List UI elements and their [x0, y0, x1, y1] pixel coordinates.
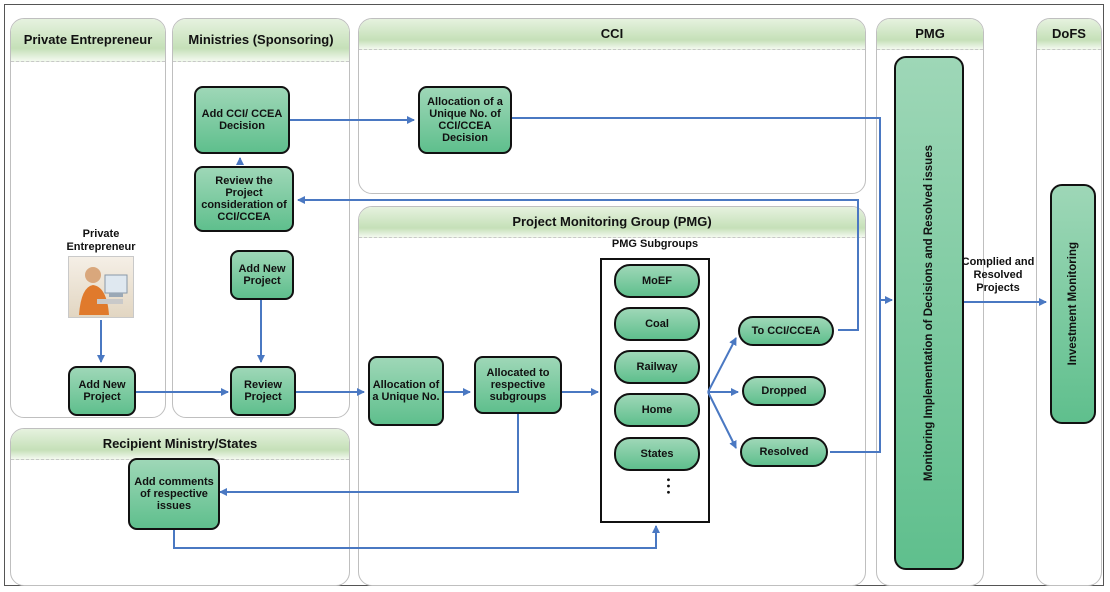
- monitoring-node[interactable]: Monitoring Implementation of Decisions a…: [894, 56, 964, 570]
- add-new-project-ministry-node[interactable]: Add New Project: [230, 250, 294, 300]
- lane-header: Recipient Ministry/States: [11, 429, 349, 460]
- investment-monitoring-label: Investment Monitoring: [1067, 242, 1079, 366]
- lane-header: CCI: [359, 19, 865, 50]
- subgroups-ellipsis: • • •: [662, 478, 673, 495]
- review-consideration-node[interactable]: Review the Project consideration of CCI/…: [194, 166, 294, 232]
- subgroup-coal[interactable]: Coal: [614, 307, 700, 341]
- subgroup-railway[interactable]: Railway: [614, 350, 700, 384]
- add-comments-node[interactable]: Add comments of respective issues: [128, 458, 220, 530]
- add-cci-decision-node[interactable]: Add CCI/ CCEA Decision: [194, 86, 290, 154]
- allocation-unique-node[interactable]: Allocation of a Unique No.: [368, 356, 444, 426]
- lane-header: PMG: [877, 19, 983, 50]
- dropped-node[interactable]: Dropped: [742, 376, 826, 406]
- review-project-node[interactable]: Review Project: [230, 366, 296, 416]
- resolved-node[interactable]: Resolved: [740, 437, 828, 467]
- lane-header: Project Monitoring Group (PMG): [359, 207, 865, 238]
- investment-monitoring-node[interactable]: Investment Monitoring: [1050, 184, 1096, 424]
- arrow-to-cci: [707, 337, 737, 393]
- subgroup-states[interactable]: States: [614, 437, 700, 471]
- subgroup-home[interactable]: Home: [614, 393, 700, 427]
- arrow-to-resolved: [707, 391, 737, 449]
- complied-resolved-label: Complied and Resolved Projects: [961, 256, 1035, 294]
- lane-header: Private Entrepreneur: [11, 19, 165, 62]
- allocated-subgroups-node[interactable]: Allocated to respective subgroups: [474, 356, 562, 414]
- person-at-computer-icon: [79, 267, 128, 315]
- lane-private-entrepreneur: Private Entrepreneur: [10, 18, 166, 418]
- pmg-subgroups-title: PMG Subgroups: [611, 238, 699, 250]
- arrow-comments-to-box: [173, 525, 660, 549]
- add-new-project-entrepreneur-node[interactable]: Add New Project: [68, 366, 136, 416]
- entrepreneur-avatar: [68, 256, 134, 318]
- allocation-cci-node[interactable]: Allocation of a Unique No. of CCI/CCEA D…: [418, 86, 512, 154]
- entrepreneur-caption: Private Entrepreneur: [66, 228, 136, 253]
- arrow-cci-to-review: [297, 196, 859, 331]
- arrow-resolved-to-monitoring: [830, 300, 881, 453]
- to-cci-node[interactable]: To CCI/CCEA: [738, 316, 834, 346]
- arrow-subgroups-to-comments: [219, 414, 519, 496]
- monitoring-label: Monitoring Implementation of Decisions a…: [923, 144, 935, 482]
- subgroup-moef[interactable]: MoEF: [614, 264, 700, 298]
- arrow-allocation-to-monitoring: [512, 117, 893, 304]
- lane-header: DoFS: [1037, 19, 1101, 50]
- pmg-subgroups-box: [600, 258, 710, 523]
- lane-header: Ministries (Sponsoring): [173, 19, 349, 62]
